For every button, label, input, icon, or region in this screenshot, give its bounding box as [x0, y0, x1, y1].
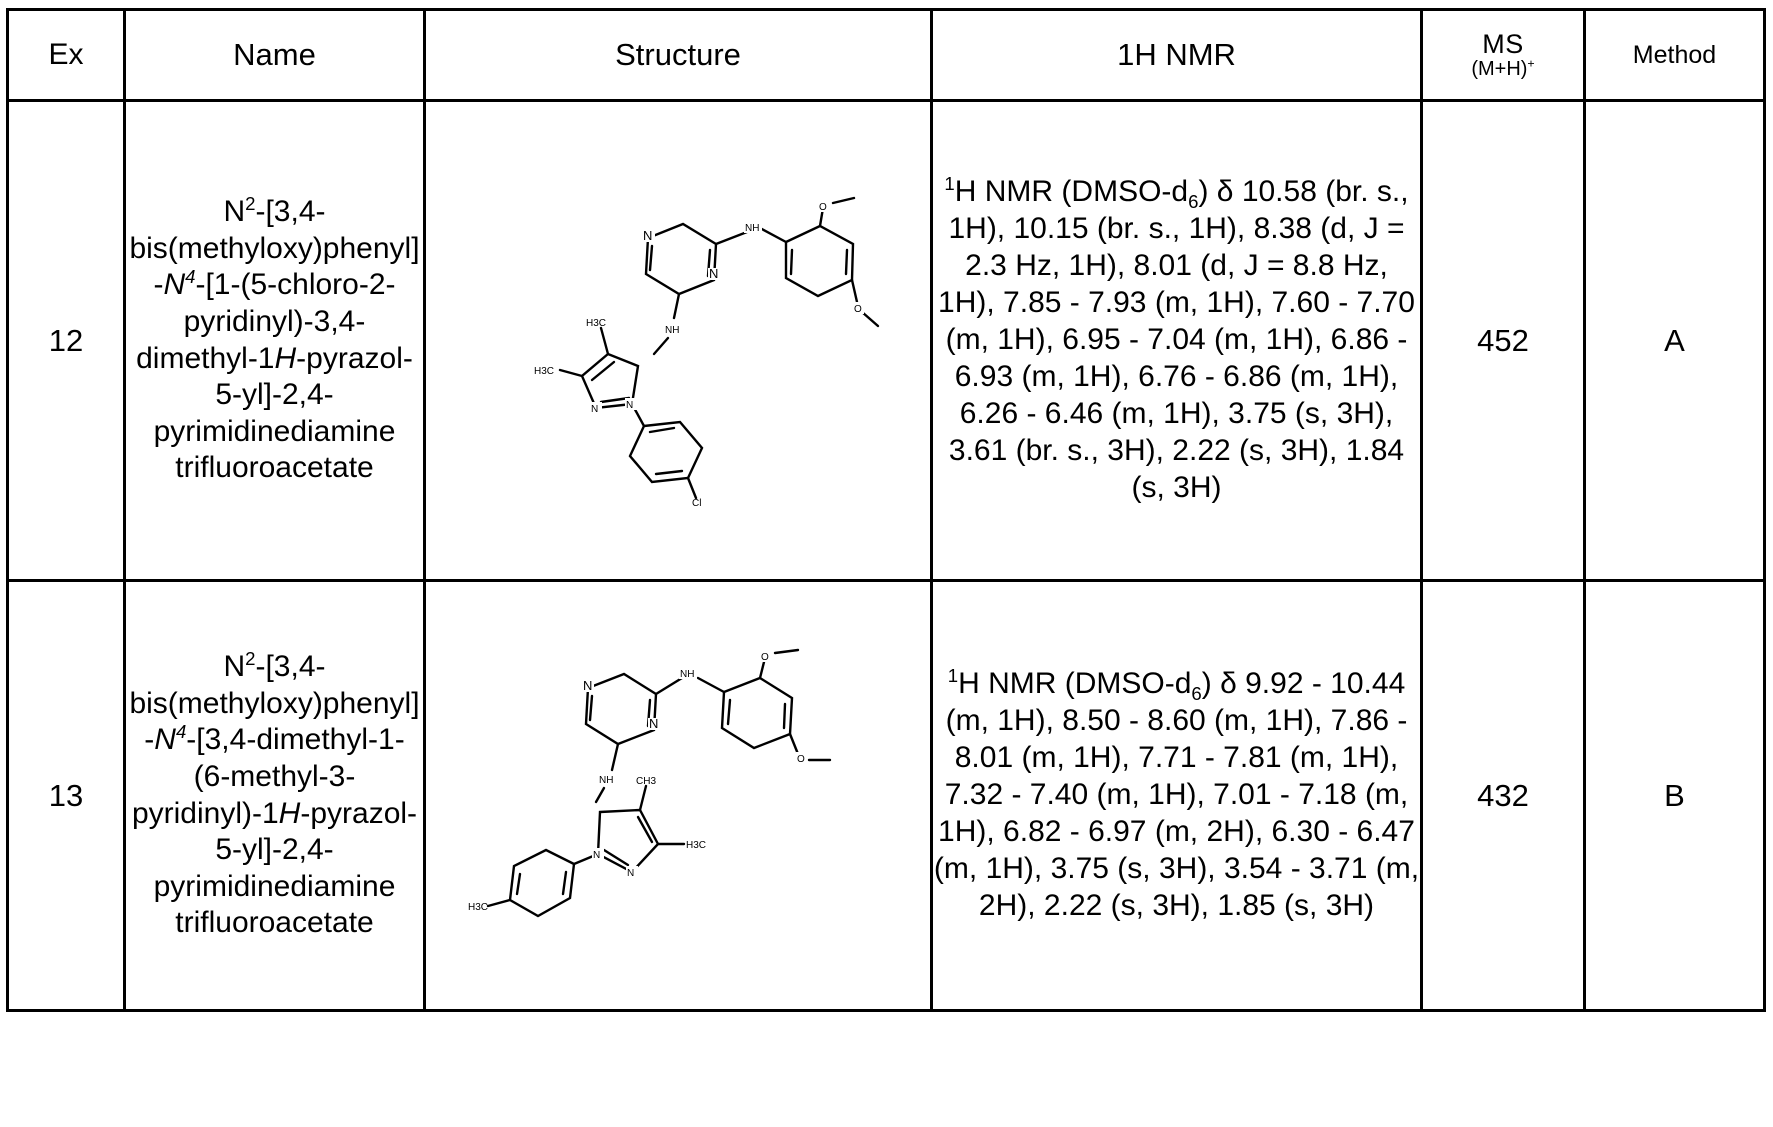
column-header-ms: MS (M+H)+: [1420, 8, 1586, 102]
name-h-italic: H: [278, 796, 301, 830]
atom-label-methyl-2: H3C: [534, 366, 554, 377]
name-n2-superscript: 2: [245, 648, 256, 670]
cell-nmr: 1H NMR (DMSO-d6) δ 9.92 - 10.44 (m, 1H),…: [930, 579, 1423, 1012]
atom-label-n-pyrazole-1: N: [593, 850, 600, 861]
ms-header-sub-text: (M+H): [1471, 58, 1528, 80]
atom-label-methyl-top: CH3: [636, 776, 656, 787]
cell-method: A: [1583, 99, 1766, 582]
atom-label-n3: N: [709, 266, 718, 281]
table-header: Ex Name Structure 1H NMR MS (M+H)+ Metho…: [6, 8, 1766, 102]
nmr-solvent-head: H NMR (DMSO-d: [958, 667, 1192, 701]
name-segment-3: -pyrazol-5-yl]-2,4-pyrimidinediamine tri…: [153, 796, 418, 940]
patent-table-page: Ex Name Structure 1H NMR MS (M+H)+ Metho…: [0, 8, 1773, 1127]
cell-ms: 452: [1420, 99, 1586, 582]
name-n2: N: [223, 650, 246, 684]
name-n4: N: [163, 268, 186, 302]
atom-label-o-top: O: [819, 202, 827, 213]
atom-label-pyridine-n: H3C: [468, 902, 488, 913]
cell-ms: 432: [1420, 579, 1586, 1012]
name-segment-2: -[1-(5-chloro-2-pyridinyl)-3,4-dimethyl-…: [136, 268, 396, 375]
nmr-delta: ) δ: [1198, 175, 1234, 209]
atom-label-methyl-right: H3C: [686, 840, 706, 851]
column-header-structure: Structure: [423, 8, 933, 102]
nmr-shifts: 9.92 - 10.44 (m, 1H), 8.50 - 8.60 (m, 1H…: [933, 667, 1420, 922]
table-body: 12 N2-[3,4-bis(methyloxy)phenyl]-N4-[1-(…: [6, 99, 1766, 1012]
compound-name: N2-[3,4-bis(methyloxy)phenyl]-N4-[1-(5-c…: [129, 193, 420, 485]
cell-structure: N N NH O O NH: [423, 579, 933, 1012]
nmr-text: 1H NMR (DMSO-d6) δ 10.58 (br. s., 1H), 1…: [938, 173, 1415, 504]
atom-label-cl: Cl: [692, 498, 701, 506]
name-n4-superscript: 4: [175, 721, 187, 743]
atom-label-n1: N: [643, 228, 652, 243]
cell-name: N2-[3,4-bis(methyloxy)phenyl]-N4-[1-(5-c…: [123, 99, 426, 582]
nmr-proton-superscript: 1: [947, 665, 959, 687]
structure-drawing-13: N N NH O O NH: [426, 636, 930, 956]
examples-table: Ex Name Structure 1H NMR MS (M+H)+ Metho…: [6, 8, 1766, 1012]
atom-label-o-bottom: O: [797, 754, 805, 765]
atom-label-n-pyrazole-2: N: [591, 404, 598, 415]
name-n4-superscript: 4: [185, 266, 196, 288]
name-n2: N: [223, 195, 246, 229]
nmr-solvent-head: H NMR (DMSO-d: [954, 175, 1189, 209]
name-segment-3: -pyrazol-5-yl]-2,4-pyrimidinediamine tri…: [153, 341, 413, 485]
structure-drawing-12: N N NH O O NH: [426, 176, 930, 506]
name-segment-1: -[3,4-bis(methyloxy)phenyl]-: [129, 195, 420, 302]
nmr-solvent-subscript: 6: [1191, 683, 1202, 705]
name-segment-2: -[3,4-dimethyl-1-(6-methyl-3-pyridinyl)-…: [131, 723, 405, 830]
compound-name: N2-[3,4-bis(methyloxy)phenyl]-N4-[3,4-di…: [129, 648, 420, 940]
nmr-delta: ) δ: [1201, 667, 1237, 701]
atom-label-o-bottom: O: [854, 304, 862, 315]
atom-label-nh-mid: NH: [599, 775, 613, 786]
table-row: 13 N2-[3,4-bis(methyloxy)phenyl]-N4-[3,4…: [6, 579, 1766, 1012]
column-header-method: Method: [1583, 8, 1766, 102]
nmr-text: 1H NMR (DMSO-d6) δ 9.92 - 10.44 (m, 1H),…: [933, 665, 1420, 922]
atom-label-o-top: O: [761, 652, 769, 663]
atom-label-n1: N: [583, 678, 592, 693]
name-h-italic: H: [274, 341, 297, 375]
cell-nmr: 1H NMR (DMSO-d6) δ 10.58 (br. s., 1H), 1…: [930, 99, 1423, 582]
atom-label-n-pyrazole-2: N: [627, 868, 634, 879]
nmr-shifts: 10.58 (br. s., 1H), 10.15 (br. s., 1H), …: [938, 175, 1415, 504]
chemical-structure-svg: N N NH O O NH: [534, 196, 880, 506]
ms-header-charge: +: [1527, 56, 1535, 71]
atom-label-nh-mid: NH: [665, 325, 679, 336]
atom-label-nh-top: NH: [745, 223, 759, 234]
chemical-structure-svg: N N NH O O NH: [468, 648, 832, 917]
atom-label-methyl-1: H3C: [586, 318, 606, 329]
name-n2-superscript: 2: [245, 193, 256, 215]
name-n4: N: [154, 723, 176, 757]
cell-ex: 13: [6, 579, 126, 1012]
cell-method: B: [1583, 579, 1766, 1012]
column-header-nmr: 1H NMR: [930, 8, 1423, 102]
column-header-name: Name: [123, 8, 426, 102]
atom-label-n-pyrazole-1: N: [626, 400, 633, 411]
ms-header-main: MS: [1482, 29, 1524, 59]
name-segment-1: -[3,4-bis(methyloxy)phenyl]-: [129, 650, 420, 757]
cell-structure: N N NH O O NH: [423, 99, 933, 582]
atom-label-nh-top: NH: [680, 669, 694, 680]
nmr-proton-superscript: 1: [944, 173, 955, 195]
atom-label-n3: N: [649, 716, 658, 731]
table-row: 12 N2-[3,4-bis(methyloxy)phenyl]-N4-[1-(…: [6, 99, 1766, 582]
ms-header-sub: (M+H)+: [1423, 56, 1583, 80]
nmr-solvent-subscript: 6: [1188, 191, 1199, 213]
header-row: Ex Name Structure 1H NMR MS (M+H)+ Metho…: [6, 8, 1766, 102]
cell-name: N2-[3,4-bis(methyloxy)phenyl]-N4-[3,4-di…: [123, 579, 426, 1012]
column-header-ex: Ex: [6, 8, 126, 102]
cell-ex: 12: [6, 99, 126, 582]
